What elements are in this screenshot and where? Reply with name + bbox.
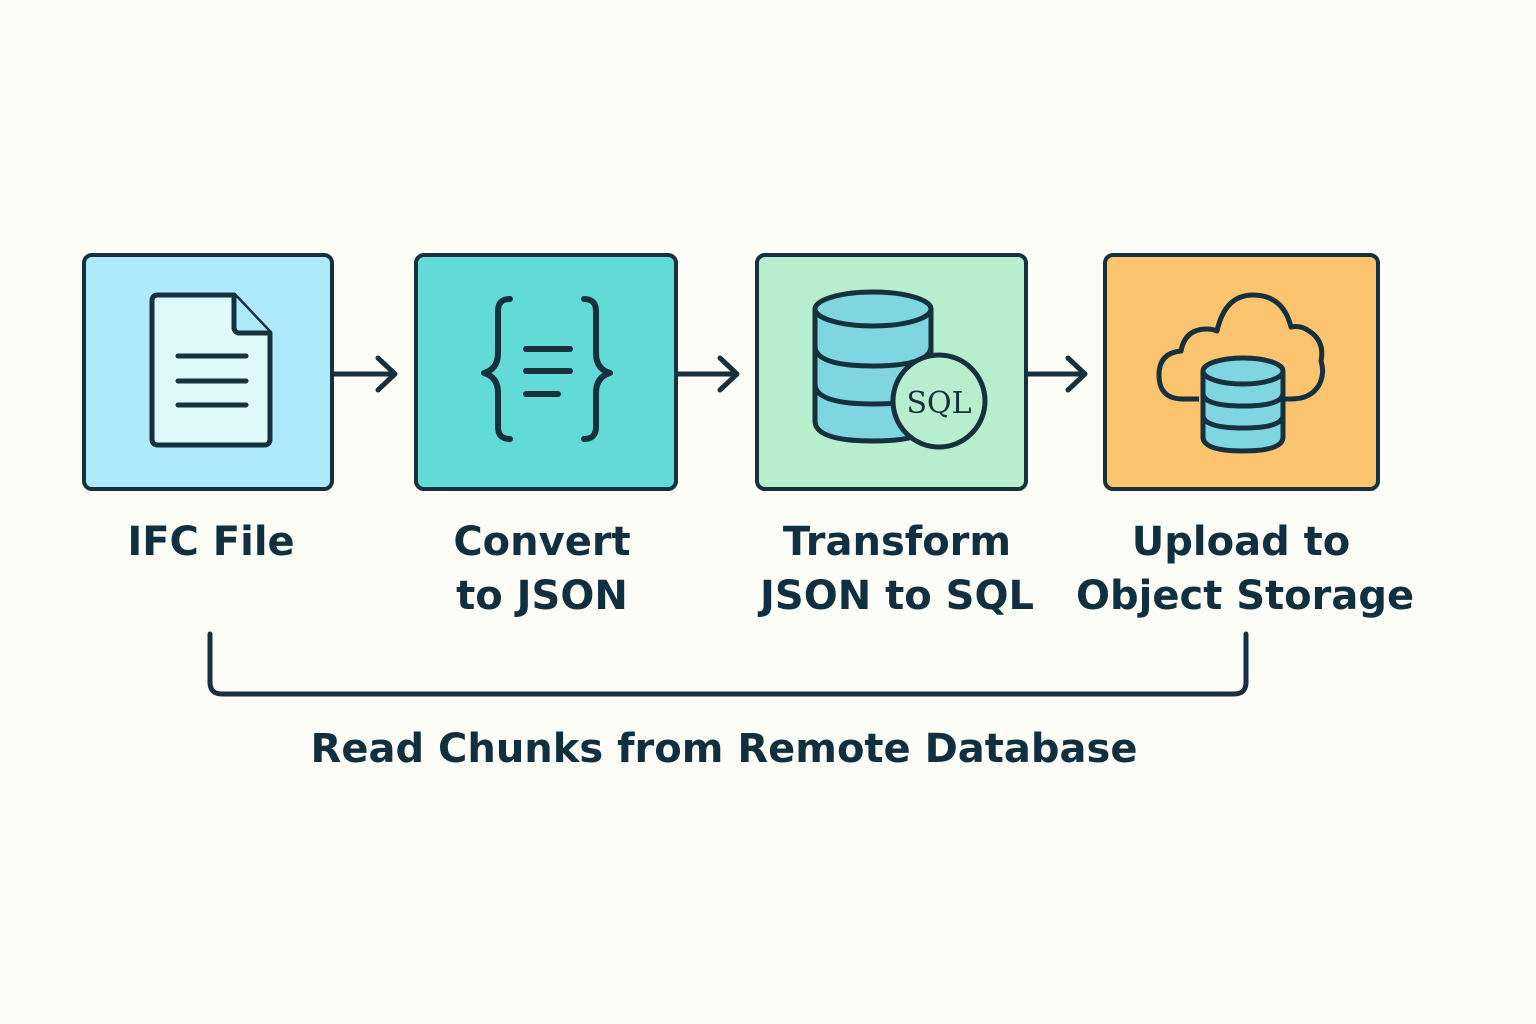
arrow-1-icon <box>331 355 398 393</box>
step-box-ifc-file <box>82 253 334 491</box>
step-label-line: Transform <box>782 519 1012 565</box>
json-braces-icon <box>481 296 613 442</box>
step-box-transform-sql: SQL <box>755 253 1028 491</box>
step-box-convert-json <box>414 253 678 491</box>
bottom-bracket <box>207 631 1249 697</box>
step-label-convert-json: Convert to JSON <box>410 515 674 623</box>
step-box-upload-storage <box>1103 253 1380 491</box>
step-label-line: Convert <box>453 519 631 565</box>
arrow-3-icon <box>1025 355 1088 393</box>
step-label-line: to JSON <box>456 573 628 619</box>
step-label-line: Object Storage <box>1076 573 1415 619</box>
step-label-upload-storage: Upload to Object Storage <box>1076 515 1415 623</box>
cloud-database-icon <box>1156 292 1326 454</box>
step-label-line: Upload to <box>1131 519 1351 565</box>
sql-badge-text: SQL <box>906 386 971 421</box>
bracket-label: Read Chunks from Remote Database <box>310 726 1138 772</box>
arrow-2-icon <box>675 355 740 393</box>
step-label-ifc-file: IFC File <box>82 515 340 569</box>
step-label-line: JSON to SQL <box>760 573 1034 619</box>
document-icon <box>149 292 273 448</box>
step-label-line: IFC File <box>127 519 295 565</box>
database-sql-icon: SQL <box>812 289 988 450</box>
step-label-transform-sql: Transform JSON to SQL <box>750 515 1044 623</box>
